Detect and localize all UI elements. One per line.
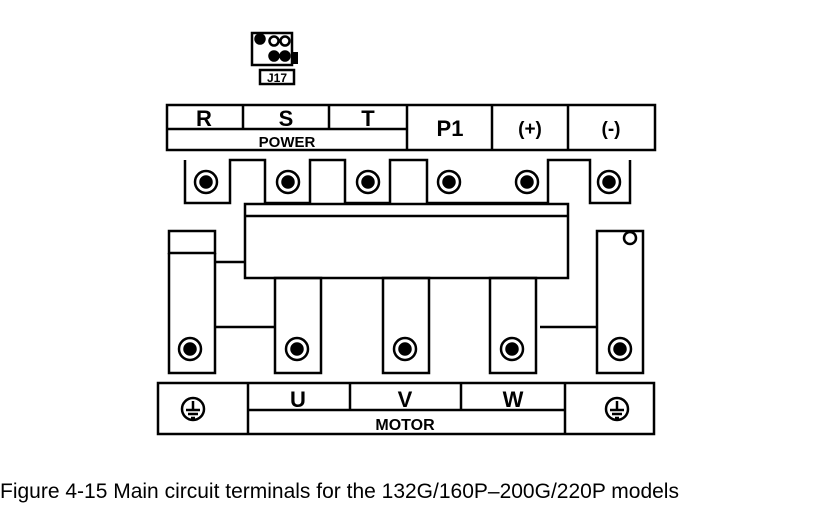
connector-label: J17 <box>267 71 287 85</box>
terminal-label-w: W <box>503 387 524 412</box>
output-busbar-u <box>273 276 323 375</box>
output-busbar-v <box>381 276 431 375</box>
terminal-label-t: T <box>361 106 375 131</box>
ground-icon <box>180 396 206 422</box>
terminal-label-minus: (-) <box>602 119 621 140</box>
terminal-bolt-p1 <box>436 169 462 195</box>
terminal-bolt-plus <box>514 169 540 195</box>
terminal-bolt-t <box>355 169 381 195</box>
connector-j17: J17 <box>250 31 298 86</box>
terminal-bolt-minus <box>596 169 622 195</box>
power-terminal-studs <box>183 158 632 205</box>
left-busbar <box>167 229 275 375</box>
right-busbar <box>540 229 645 375</box>
motor-terminal-strip: U V W MOTOR <box>156 381 656 436</box>
motor-group-label: MOTOR <box>375 417 435 434</box>
terminal-label-plus: (+) <box>518 119 542 140</box>
terminal-label-s: S <box>279 106 294 131</box>
power-group-label: POWER <box>259 134 316 151</box>
busbar-housing <box>215 202 570 280</box>
ground-icon <box>604 396 630 422</box>
terminal-label-p1: P1 <box>437 116 464 141</box>
terminal-label-v: V <box>398 387 413 412</box>
output-busbar-w <box>488 276 538 375</box>
figure-caption: Figure 4-15 Main circuit terminals for t… <box>0 480 679 503</box>
terminal-bolt-r <box>193 169 219 195</box>
terminal-label-u: U <box>290 387 306 412</box>
terminal-label-r: R <box>196 106 212 131</box>
terminal-bolt-s <box>275 169 301 195</box>
power-terminal-strip: R S T POWER P1 (+) (-) <box>165 103 657 152</box>
